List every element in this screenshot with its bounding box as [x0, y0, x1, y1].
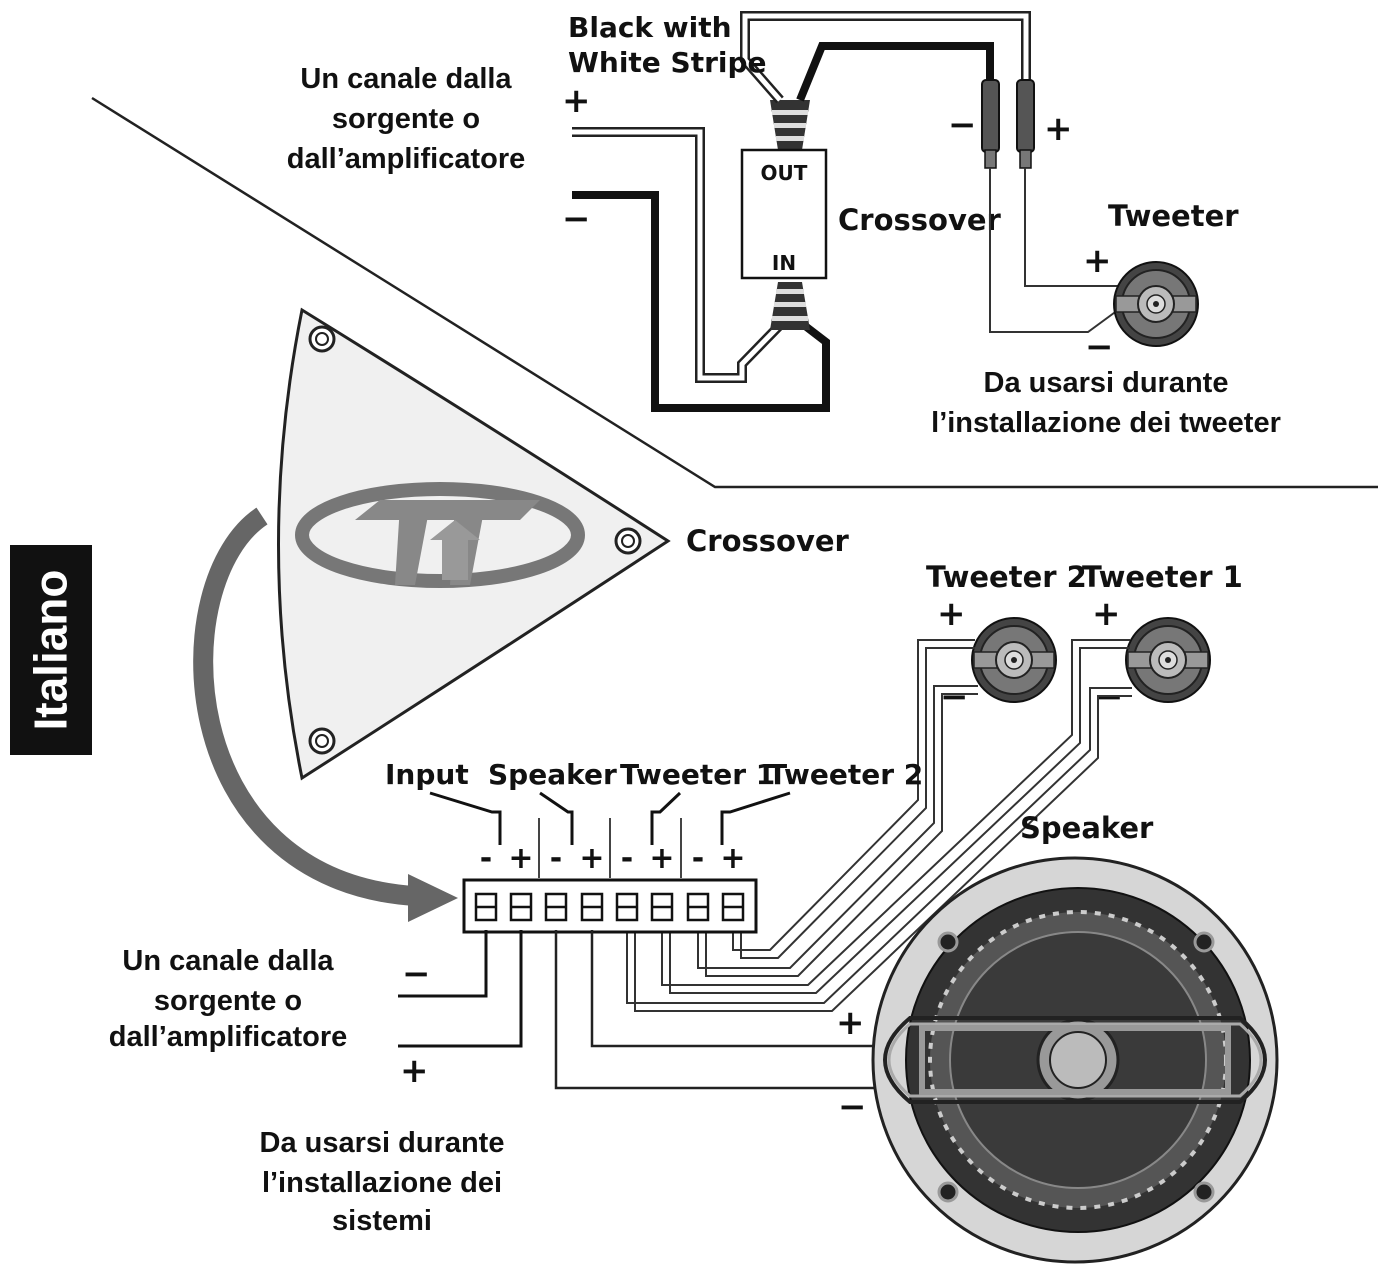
tweeter-wires: [626, 639, 1132, 1012]
wire-label-line1: Black with: [568, 11, 732, 44]
tweeter2-plus-sign: +: [937, 594, 966, 634]
bottom-source-label-line2: sorgente o: [154, 985, 302, 1017]
negative-connector: [981, 79, 1000, 153]
top-source-plus-sign: +: [562, 81, 591, 121]
terminal8-sign: +: [720, 841, 745, 876]
group-label-tweeter1: Tweeter 1: [620, 758, 775, 791]
crossover-output-twist: [770, 100, 810, 150]
terminal7-sign: -: [692, 841, 704, 876]
group-leader-lines: [429, 791, 791, 845]
positive-connector: [1016, 79, 1035, 153]
curved-arrow: [193, 507, 416, 906]
crossover-out-label: OUT: [761, 161, 808, 185]
top-source-label-line2: sorgente o: [332, 103, 480, 135]
input-plus-sign: +: [400, 1051, 429, 1091]
speaker-icon: [871, 856, 1279, 1264]
top-source-label-line1: Un canale dalla: [300, 63, 512, 95]
input-negative-wire: [398, 930, 488, 998]
input-minus-sign: −: [402, 954, 431, 994]
tweeter1-label: Tweeter 1: [1082, 560, 1243, 594]
terminal5-sign: -: [621, 841, 633, 876]
tweeter2-label: Tweeter 2: [926, 560, 1087, 594]
top-source-negative-wire: [572, 191, 830, 412]
tweeter-negative-lead: [989, 168, 1119, 333]
terminal-screws: [474, 892, 745, 922]
bottom-caption-line3: sistemi: [332, 1205, 432, 1237]
section-divider-line: [91, 96, 1378, 489]
terminal-block: [462, 878, 758, 934]
tweeter2-minus-sign: −: [940, 677, 969, 717]
tweeter-minus-sign: −: [1085, 327, 1114, 367]
tweeter2-icon: [971, 617, 1057, 703]
terminal1-sign: -: [480, 841, 492, 876]
top-source-label-line3: dall’amplificatore: [287, 143, 526, 175]
bottom-system-diagram: Crossover Tweeter 2 Tweeter 1 + + − −: [109, 307, 1279, 1264]
speaker-label: Speaker: [1020, 811, 1154, 845]
tweeter1-icon: [1125, 617, 1211, 703]
top-caption-line2: l’installazione dei tweeter: [931, 407, 1281, 439]
crossover-input-twist: [770, 282, 810, 330]
top-source-minus-sign: −: [562, 199, 591, 239]
top-tweeter-icon: [1113, 261, 1199, 347]
bottom-caption-line2: l’installazione dei: [262, 1167, 502, 1199]
group-label-speaker: Speaker: [488, 758, 617, 791]
group-label-input: Input: [385, 758, 469, 791]
input-positive-wire: [398, 930, 523, 1048]
group-label-tweeter2: Tweeter 2: [768, 758, 923, 791]
connector-minus-sign: −: [948, 105, 977, 145]
terminal4-sign: +: [579, 841, 604, 876]
top-tweeter-label: Tweeter: [1108, 199, 1239, 233]
wire-label-line2: White Stripe: [568, 46, 767, 79]
tweeter1-plus-sign: +: [1092, 594, 1121, 634]
connector-plus-sign: +: [1044, 109, 1073, 149]
tweeter-positive-lead: [1024, 168, 1118, 287]
crossover-output-black-wire: [796, 42, 994, 102]
terminal3-sign: -: [550, 841, 562, 876]
crossover-in-label: IN: [772, 251, 796, 275]
bottom-caption-line1: Da usarsi durante: [260, 1127, 505, 1159]
bottom-crossover-label: Crossover: [686, 524, 850, 558]
terminal2-sign: +: [508, 841, 533, 876]
brand-logo: [295, 482, 585, 588]
top-crossover-label: Crossover: [838, 203, 1002, 237]
bottom-source-label-line1: Un canale dalla: [122, 945, 334, 977]
language-tab: Italiano: [10, 545, 92, 755]
tweeter-plus-sign: +: [1083, 241, 1112, 281]
terminal6-sign: +: [649, 841, 674, 876]
speaker-plus-sign: +: [836, 1003, 865, 1043]
inline-crossover-box: [740, 148, 828, 280]
bottom-source-label-line3: dall’amplificatore: [109, 1021, 348, 1053]
group-separators: [538, 818, 682, 878]
speaker-negative-wire: [554, 930, 880, 1090]
top-caption-line1: Da usarsi durante: [984, 367, 1229, 399]
top-tweeter-diagram: Un canale dalla sorgente o dall’amplific…: [287, 11, 1281, 439]
speaker-minus-sign: −: [838, 1087, 867, 1127]
language-tab-label: Italiano: [25, 569, 77, 731]
speaker-positive-wire: [590, 930, 880, 1048]
